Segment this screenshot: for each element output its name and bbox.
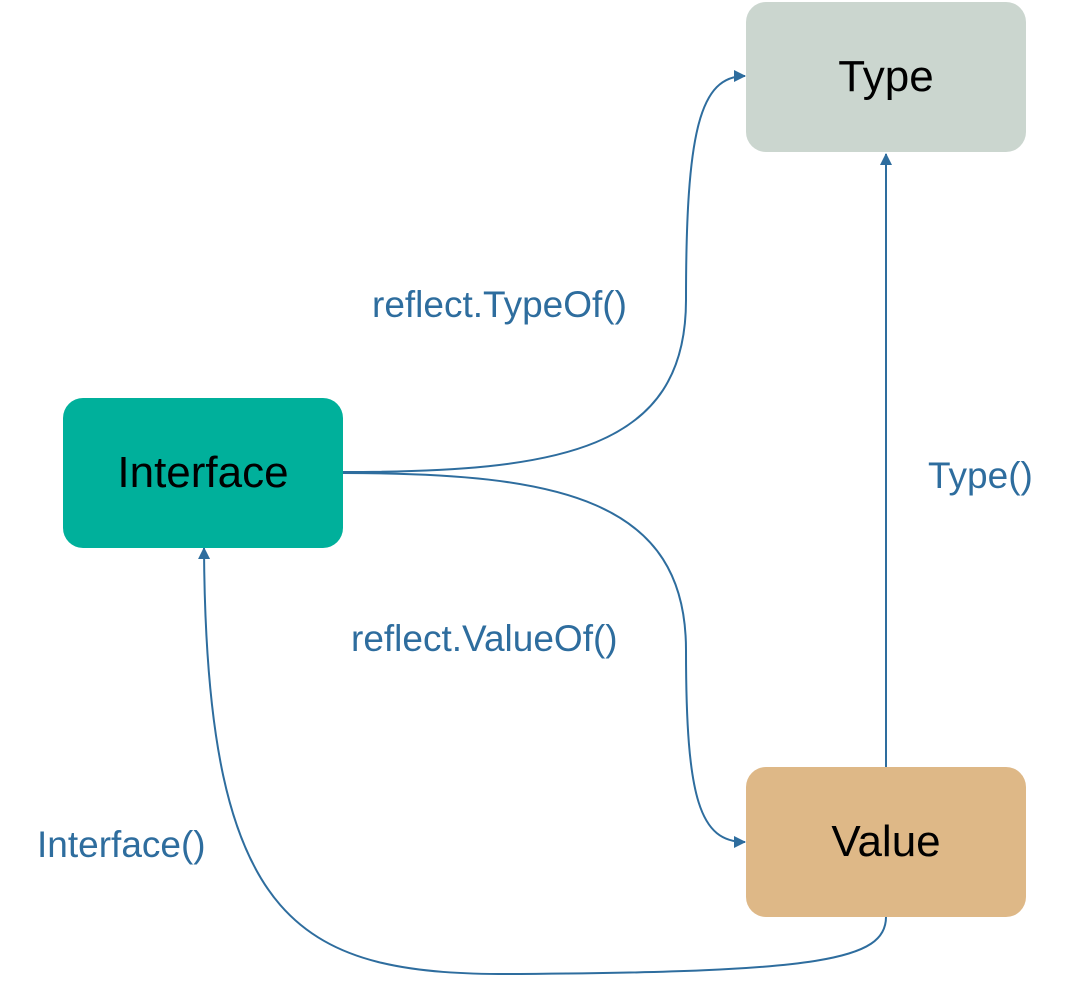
value-node-label: Value xyxy=(831,817,941,866)
edge-typeof-arrow xyxy=(342,70,746,473)
interface-method-edge-label: Interface() xyxy=(37,824,206,865)
type-node-label: Type xyxy=(838,52,934,101)
typeof-edge-label: reflect.TypeOf() xyxy=(372,284,627,325)
type-method-edge-label: Type() xyxy=(928,455,1033,496)
interface-node-label: Interface xyxy=(117,448,289,497)
type-node: Type xyxy=(746,2,1026,152)
edge-valueof-arrow xyxy=(342,472,746,848)
edge-interface-method-arrow xyxy=(198,547,887,976)
interface-node: Interface xyxy=(63,398,343,548)
valueof-edge-label: reflect.ValueOf() xyxy=(351,618,618,659)
value-node: Value xyxy=(746,767,1026,917)
